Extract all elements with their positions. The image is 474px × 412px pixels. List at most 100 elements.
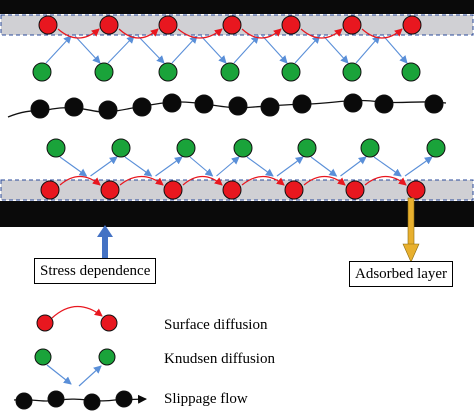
slippage-molecule [292, 94, 312, 114]
legend-slippage-label: Slippage flow [164, 391, 248, 407]
knudsen-arrow [200, 35, 227, 64]
knudsen-arrow [74, 35, 101, 64]
surface-diffusion-arrow [182, 175, 223, 186]
knudsen-arrow [383, 35, 408, 64]
knudsen-molecule [342, 62, 362, 82]
knudsen-molecule [297, 138, 317, 158]
knudsen-arrow [189, 156, 214, 177]
top-surface-arrows [57, 28, 403, 39]
legend-surface-label: Surface diffusion [164, 317, 268, 333]
surface-molecule [99, 15, 119, 35]
surface-molecule [38, 15, 58, 35]
knudsen-arrow [294, 35, 321, 64]
surface-diffusion-arrow [119, 175, 164, 186]
surface-molecule [222, 180, 242, 200]
surface-molecule [222, 15, 242, 35]
knudsen-molecule [46, 138, 66, 158]
knudsen-arrow [355, 35, 381, 64]
slippage-molecule [374, 94, 394, 114]
knudsen-arrow [155, 156, 183, 177]
surface-molecule [163, 180, 183, 200]
knudsen-molecule [94, 62, 114, 82]
bottom-wall [0, 201, 474, 227]
surface-molecule [406, 180, 426, 200]
surface-diffusion-arrow [177, 28, 223, 39]
knudsen-molecule [111, 138, 131, 158]
knudsen-molecule [426, 138, 446, 158]
knudsen-arrow [310, 156, 338, 177]
surface-diffusion-arrow [361, 28, 403, 39]
knudsen-molecule [32, 62, 52, 82]
legend-slippage-molecule [83, 393, 101, 411]
knudsen-molecule [158, 62, 178, 82]
knudsen-molecule [176, 138, 196, 158]
legend-slippage-molecule [47, 390, 65, 408]
adsorbed-layer-arrow [402, 197, 420, 263]
surface-molecule [402, 15, 422, 35]
top-knudsen-arrows [45, 35, 408, 64]
surface-diffusion-arrow [241, 28, 282, 39]
slippage-molecule [132, 97, 152, 117]
knudsen-molecule [233, 138, 253, 158]
slippage-flow-chain [7, 93, 447, 120]
knudsen-molecule [360, 138, 380, 158]
surface-diffusion-arrow [118, 28, 159, 39]
legend-slippage-molecule [115, 390, 133, 408]
knudsen-arrow [233, 35, 260, 64]
surface-molecule [284, 180, 304, 200]
knudsen-arrow [373, 156, 402, 177]
knudsen-molecule [220, 62, 240, 82]
knudsen-arrow [276, 156, 304, 177]
legend-slippage-molecule [15, 392, 33, 410]
bottom-surface-arrows [59, 175, 407, 186]
surface-diffusion-arrow [300, 28, 343, 39]
top-wall [0, 0, 474, 14]
knudsen-molecule [401, 62, 421, 82]
knudsen-arrow [216, 156, 240, 177]
slippage-molecule [260, 97, 280, 117]
surface-diffusion-arrow [364, 175, 407, 186]
slippage-molecule [343, 93, 363, 113]
knudsen-arrow [59, 156, 88, 177]
slippage-molecule [98, 100, 118, 120]
adsorbed-layer-label: Adsorbed layer [349, 261, 454, 287]
knudsen-arrow [262, 35, 288, 64]
knudsen-arrow [340, 156, 367, 177]
slippage-molecule [424, 94, 444, 114]
legend-knudsen-label: Knudsen diffusion [164, 351, 275, 367]
slippage-molecule [194, 94, 214, 114]
surface-molecule [281, 15, 301, 35]
legend-slippage-icon [13, 390, 147, 411]
surface-diffusion-arrow [241, 175, 285, 186]
slippage-molecule [30, 99, 50, 119]
stress-dependence-label: Stress dependence [34, 258, 157, 284]
knudsen-arrow [404, 156, 433, 177]
surface-molecule [100, 180, 120, 200]
stress-dependence-arrow [97, 225, 113, 259]
surface-molecule [345, 180, 365, 200]
knudsen-arrow [90, 156, 118, 177]
legend-knudsen-icon [34, 348, 116, 387]
bottom-surface-molecules [40, 180, 426, 200]
knudsen-molecule [281, 62, 301, 82]
bottom-knudsen-molecules [46, 138, 446, 158]
slippage-molecule [64, 97, 84, 117]
top-knudsen-molecules [32, 62, 421, 82]
knudsen-arrow [45, 35, 72, 64]
top-surface-molecules [38, 15, 422, 35]
surface-diffusion-arrow [59, 175, 101, 186]
knudsen-arrow [171, 35, 198, 64]
knudsen-arrow [246, 156, 274, 177]
legend-surface-icon [36, 305, 118, 332]
knudsen-arrow [124, 156, 153, 177]
surface-diffusion-arrow [57, 28, 100, 39]
surface-molecule [40, 180, 60, 200]
slippage-molecule [228, 96, 248, 116]
knudsen-arrow [107, 35, 135, 64]
surface-molecule [158, 15, 178, 35]
surface-molecule [342, 15, 362, 35]
bottom-knudsen-arrows [59, 156, 433, 177]
knudsen-arrow [137, 35, 165, 64]
slippage-molecule [162, 93, 182, 113]
